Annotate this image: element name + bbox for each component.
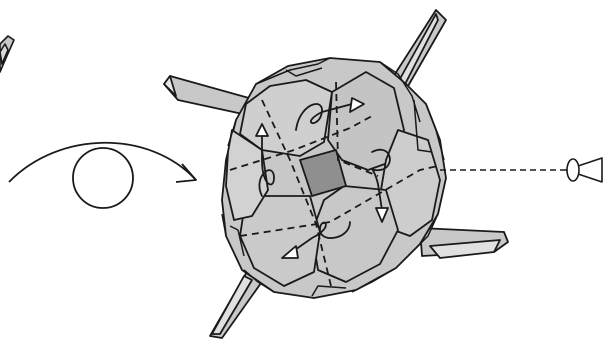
eye-icon [566,158,602,182]
rotate-circle [73,148,133,208]
rotate-arrowhead [176,164,196,182]
partial-model-fragment [0,36,14,72]
origami-ball-model [222,58,446,298]
rotate-view-symbol [9,143,196,208]
